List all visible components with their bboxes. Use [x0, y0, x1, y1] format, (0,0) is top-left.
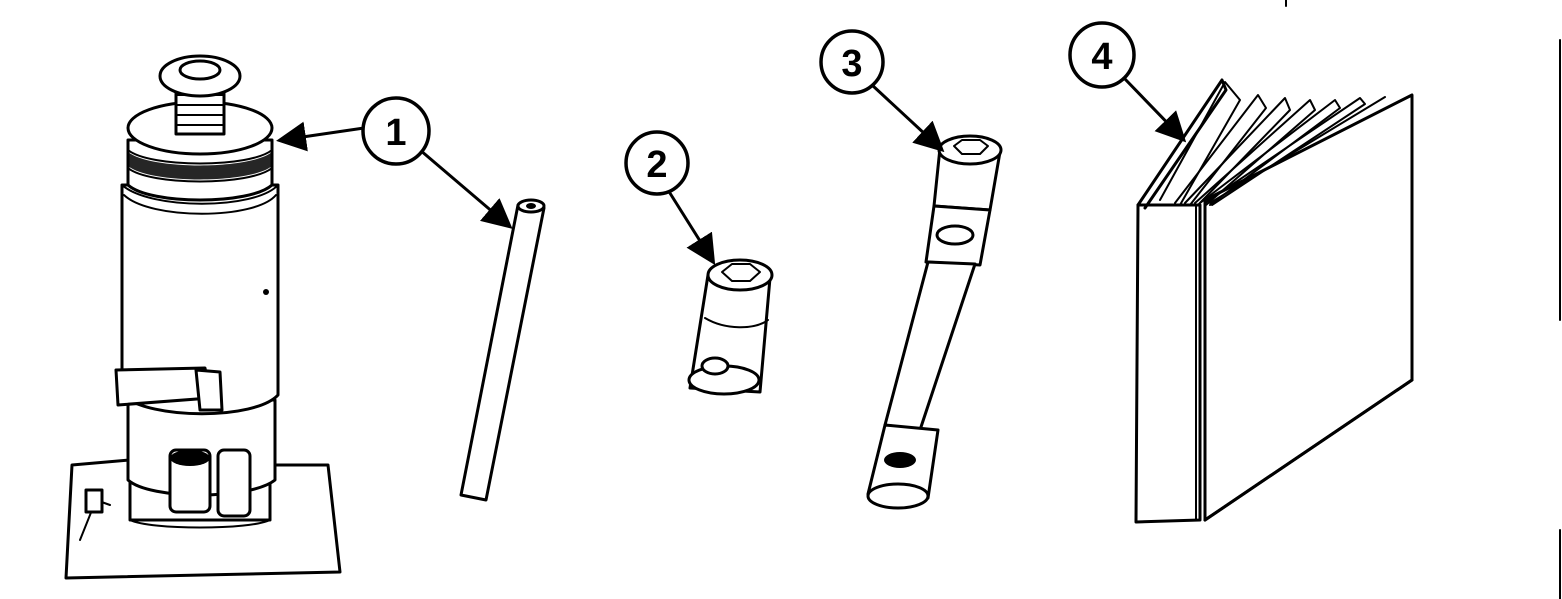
socket-wrench-illustration — [866, 134, 1003, 510]
callout-3: 3 — [819, 29, 945, 153]
callout-1: 1 — [276, 96, 513, 229]
callout-2-label: 2 — [646, 144, 667, 186]
callout-4-label: 4 — [1091, 36, 1112, 78]
socket-illustration — [687, 258, 774, 396]
callout-1-label: 1 — [385, 112, 406, 154]
page-edge-marks — [1285, 0, 1561, 599]
jack-handle-illustration — [459, 198, 546, 502]
hydraulic-jack-illustration — [64, 54, 342, 580]
manual-illustration — [1134, 78, 1414, 524]
callout-2: 2 — [624, 130, 716, 266]
callout-3-label: 3 — [841, 43, 862, 85]
callout-4: 4 — [1068, 21, 1187, 143]
